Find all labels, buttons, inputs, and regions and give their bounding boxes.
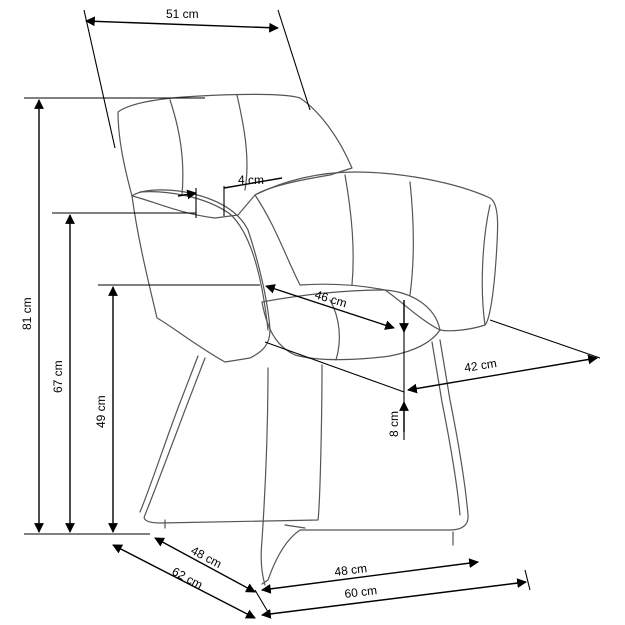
frame-cross-bar (260, 367, 269, 586)
frame-right-leg (261, 339, 469, 585)
label-top-width: 51 cm (166, 7, 199, 21)
ref-top-left (83, 9, 116, 149)
label-total-depth: 62 cm (170, 564, 205, 592)
label-seat-width: 42 cm (463, 356, 497, 375)
label-armrest-width: 4 cm (238, 173, 264, 187)
left-armrest-inner-edge (139, 191, 269, 331)
right-armrest-seam-1 (344, 174, 354, 286)
label-seat-height: 49 cm (94, 395, 108, 428)
seat-cushion (261, 289, 441, 361)
backrest-seam-right (236, 94, 248, 191)
label-total-width: 60 cm (344, 583, 378, 601)
ref-bottom-left (254, 589, 269, 613)
backrest-seam-left (169, 99, 184, 196)
label-armrest-height: 67 cm (51, 360, 65, 393)
frame-left-leg (143, 357, 323, 524)
chair-illustration (117, 93, 499, 586)
arrow-armrest-out (223, 177, 283, 189)
right-armrest-seam-2 (409, 181, 414, 296)
arrow-total-depth (112, 544, 256, 619)
frame-right-leg-inner (431, 341, 461, 516)
dimension-arrows (34, 16, 598, 619)
frame-left-leg-inner (139, 355, 199, 513)
ref-seat-front (264, 341, 405, 393)
frame-cross-bar-2 (284, 524, 306, 529)
label-base-depth: 48 cm (189, 543, 224, 571)
backrest (117, 93, 353, 219)
ref-bottom-right (524, 569, 531, 591)
label-seat-thickness: 8 cm (387, 411, 401, 437)
arrow-seat-depth (265, 284, 395, 330)
arrow-seat-width (407, 354, 598, 394)
arrow-base-depth (154, 537, 256, 593)
arrow-top-width (85, 16, 279, 33)
dimension-labels: 51 cm 4 cm 46 cm 42 cm 8 cm 81 cm 67 cm … (20, 7, 498, 601)
reference-lines (24, 9, 601, 613)
arrow-total-width (261, 578, 527, 619)
label-total-height: 81 cm (20, 297, 34, 330)
ref-seat-right (489, 319, 601, 359)
ref-top-right (277, 9, 311, 111)
right-armrest-front (481, 204, 491, 326)
label-base-width: 48 cm (334, 561, 368, 579)
arrow-armrest-in (177, 189, 197, 200)
right-armrest (254, 171, 499, 332)
